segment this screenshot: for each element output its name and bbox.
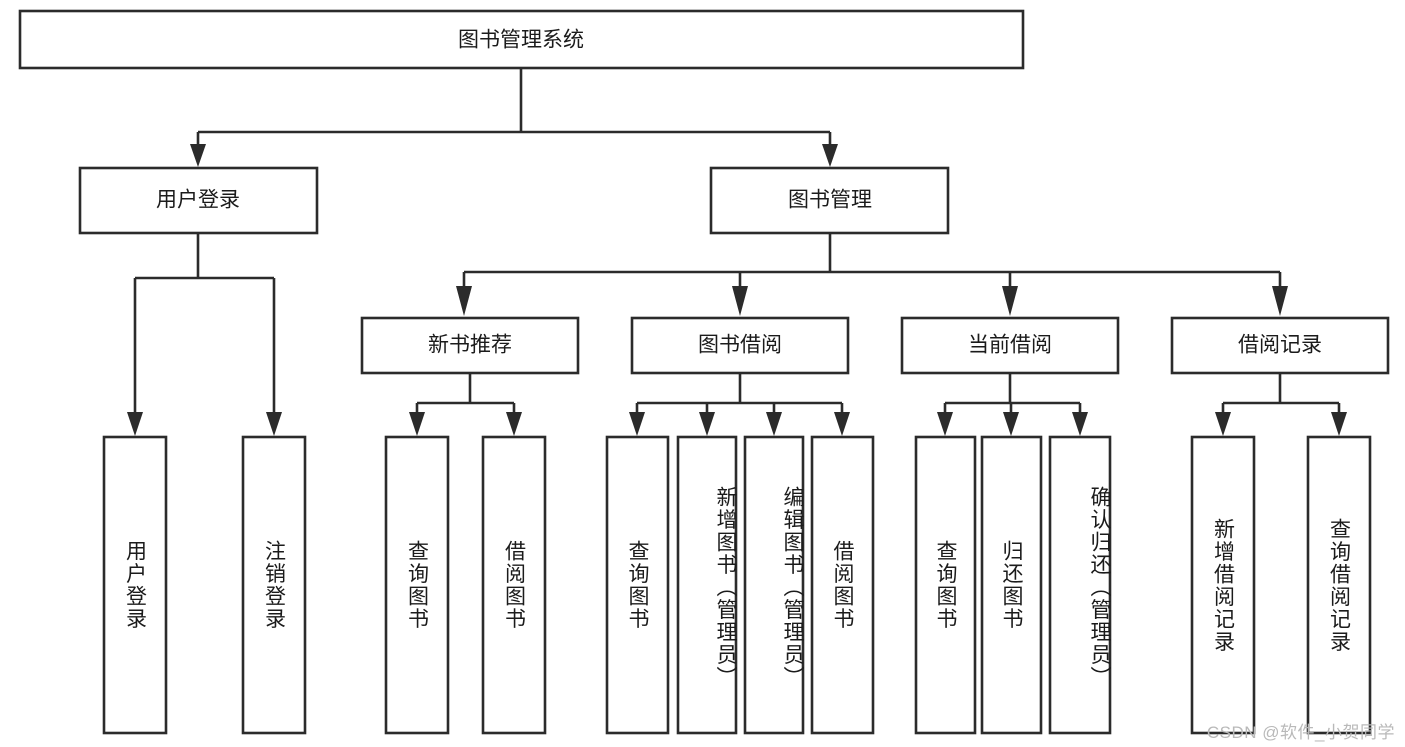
connector-record-to-leaves bbox=[1215, 373, 1347, 436]
node-root-book-management-system[interactable]: 图书管理系统 bbox=[18, 9, 1025, 70]
node-new-book-recommend[interactable]: 新书推荐 bbox=[360, 316, 580, 375]
connector-root-to-level2 bbox=[190, 68, 838, 167]
node-new-book-recommend-label: 新书推荐 bbox=[428, 334, 512, 357]
leaf-box-add-book-admin[interactable] bbox=[676, 435, 738, 735]
node-book-borrow-label: 图书借阅 bbox=[698, 334, 782, 357]
connector-borrow-to-leaves bbox=[629, 373, 850, 436]
connector-userlogin-to-leaves bbox=[127, 233, 282, 436]
csdn-watermark: CSDN @软件_小贺同学 bbox=[1206, 723, 1395, 742]
leaf-box-query-book-current[interactable] bbox=[914, 435, 977, 735]
leaf-box-add-borrow-record[interactable] bbox=[1190, 435, 1256, 735]
leaf-box-edit-book-admin[interactable] bbox=[743, 435, 805, 735]
leaf-boxes bbox=[102, 435, 1372, 735]
node-borrow-record[interactable]: 借阅记录 bbox=[1170, 316, 1390, 375]
node-book-management-label: 图书管理 bbox=[788, 189, 872, 212]
connector-newbook-to-leaves bbox=[409, 373, 522, 436]
node-user-login-label: 用户登录 bbox=[156, 189, 240, 212]
connector-current-to-leaves bbox=[937, 373, 1088, 436]
leaf-box-query-book-borrow[interactable] bbox=[605, 435, 670, 735]
node-book-borrow[interactable]: 图书借阅 bbox=[630, 316, 850, 375]
node-current-borrow[interactable]: 当前借阅 bbox=[900, 316, 1120, 375]
leaf-box-borrow-book[interactable] bbox=[810, 435, 875, 735]
connector-bookmgmt-to-level3 bbox=[456, 233, 1288, 316]
node-borrow-record-label: 借阅记录 bbox=[1238, 334, 1322, 357]
node-root-label: 图书管理系统 bbox=[458, 29, 584, 52]
node-current-borrow-label: 当前借阅 bbox=[968, 334, 1052, 357]
leaf-box-query-book-rec[interactable] bbox=[384, 435, 450, 735]
node-user-login[interactable]: 用户登录 bbox=[78, 166, 319, 235]
leaf-box-logout[interactable] bbox=[241, 435, 307, 735]
node-book-management[interactable]: 图书管理 bbox=[709, 166, 950, 235]
leaf-box-query-borrow-record[interactable] bbox=[1306, 435, 1372, 735]
leaf-box-borrow-book-rec[interactable] bbox=[481, 435, 547, 735]
leaf-box-confirm-return-admin[interactable] bbox=[1048, 435, 1112, 735]
leaf-box-user-login[interactable] bbox=[102, 435, 168, 735]
leaf-box-return-book[interactable] bbox=[980, 435, 1043, 735]
